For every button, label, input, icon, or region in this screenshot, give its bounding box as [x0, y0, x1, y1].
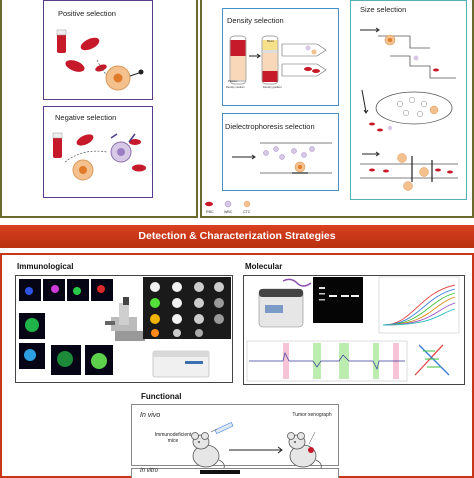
dielectrophoresis-selection-label: Dielectrophoresis selection	[225, 122, 315, 131]
syringe-icon	[210, 421, 234, 435]
immunodeficient-mice-label: Immunodeficient mice	[154, 432, 192, 444]
immunological-title: Immunological	[17, 262, 74, 271]
density-tube-label: Blood	[267, 39, 274, 43]
legend-rbc: RBC	[206, 210, 214, 214]
density-tube-label: Density medium	[226, 85, 245, 89]
dielectrophoresis-illustration	[232, 142, 332, 174]
negative-selection-label: Negative selection	[55, 113, 117, 122]
cell-gallery	[143, 277, 231, 339]
ctc-icon	[243, 200, 251, 208]
magnetic-bead-icon	[138, 69, 144, 75]
molecular-title: Molecular	[245, 262, 283, 271]
tumor-icon	[308, 447, 314, 453]
double-helix-icon	[414, 344, 450, 376]
ctc-icon	[429, 105, 439, 115]
negative-selection-illustration	[52, 132, 146, 181]
mouse-icon	[191, 432, 225, 471]
legend-ctc: CTC	[243, 210, 251, 214]
rbc-icon	[80, 37, 100, 51]
rbc-icon	[129, 139, 141, 145]
analyzer-device-icon	[152, 350, 210, 378]
functional-illustration	[191, 421, 322, 471]
size-selection-label: Size selection	[360, 5, 407, 14]
size-selection-illustration	[360, 27, 458, 191]
fluorescence-image-grid	[19, 279, 113, 375]
copy-number-plot	[246, 340, 408, 382]
dielectrophoresis-selection-box	[222, 113, 339, 191]
in-vitro-image	[200, 470, 240, 474]
density-selection-label: Density selection	[227, 16, 284, 25]
mouse-icon	[287, 431, 322, 471]
rbc-icon	[76, 134, 94, 146]
positive-selection-illustration	[56, 29, 144, 91]
ctc-icon	[419, 167, 429, 177]
gel-electrophoresis-image	[313, 277, 363, 323]
detection-banner: Detection & Characterization Strategies	[0, 225, 474, 248]
sequencer-icon	[258, 288, 304, 328]
molecular-illustration	[246, 276, 460, 382]
functional-title: Functional	[141, 392, 182, 401]
density-tube-label: Plasma	[228, 79, 237, 83]
density-selection-illustration: Plasma Density medium Blood Density grad…	[226, 35, 327, 89]
density-tube-label: Density gradient	[263, 85, 282, 89]
tumor-xenograph-label: Tumor xenograph	[292, 412, 332, 418]
microscope-icon	[105, 297, 145, 341]
cell-legend: RBC WBC CTC	[205, 200, 251, 214]
rbc-icon	[65, 60, 85, 72]
blood-tube-icon	[57, 33, 66, 53]
ctc-icon	[397, 153, 407, 163]
in-vivo-label: In vivo	[140, 412, 161, 419]
legend-wbc: WBC	[224, 210, 233, 214]
filter-membrane-icon	[375, 91, 453, 125]
ctc-icon	[403, 181, 413, 191]
positive-selection-label: Positive selection	[58, 9, 116, 18]
dna-strand-icon	[282, 278, 312, 287]
blood-tube-icon	[53, 136, 62, 158]
wbc-icon	[224, 200, 232, 208]
rbc-icon	[205, 201, 213, 207]
qpcr-curves-chart	[378, 276, 460, 334]
immunological-illustration	[19, 277, 231, 378]
in-vitro-label: In vitro	[140, 468, 159, 474]
